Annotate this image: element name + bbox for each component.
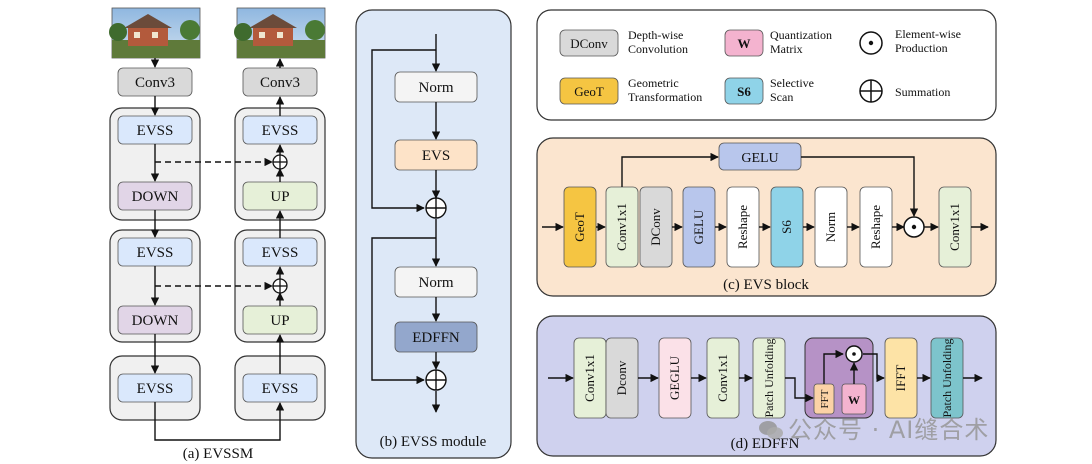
legend-w-swatch (724, 29, 764, 57)
evss-label-r2: EVSS (262, 245, 299, 261)
summation-icon (425, 197, 447, 219)
evss-module-arrows (371, 34, 441, 413)
evs-s6-label: S6 (779, 220, 794, 234)
conv3-label-right: Conv3 (260, 75, 300, 91)
edffn-ifft-label: IFFT (893, 365, 908, 392)
legend-geot-text1: Geometric (628, 76, 679, 90)
legend-ewp-text2: Production (895, 41, 948, 55)
legend-s6-swatch (724, 77, 764, 105)
element-wise-production-icon (903, 216, 925, 238)
evss-label-l1: EVSS (137, 123, 174, 139)
down-label-1: DOWN (132, 189, 179, 205)
evss-label-l2: EVSS (137, 245, 174, 261)
evs-block-arrows (542, 152, 989, 232)
element-wise-production-icon (859, 31, 883, 55)
wechat-icon (759, 421, 783, 439)
watermark: 公众号 · AI缝合术 (758, 410, 989, 445)
summation-icon (272, 278, 288, 294)
edffn-patch-unfolding-label-2: Patch Unfolding (940, 339, 954, 418)
edffn-patch-unfolding-label-1: Patch Unfolding (762, 339, 776, 418)
legend-s6-text2: Scan (770, 90, 793, 104)
up-label-1: UP (270, 189, 289, 205)
norm-label-2: Norm (419, 275, 454, 291)
evs-block-caption: (c) EVS block (723, 277, 809, 293)
edffn-conv1x1-label-2: Conv1x1 (715, 354, 730, 402)
evs-block-panel: GELU GeoT Conv1x1 DConv GELU Reshape S6 … (536, 137, 997, 297)
edffn-arrows (548, 349, 983, 403)
legend-w-text2: Matrix (770, 42, 803, 56)
edffn-dconv-label: Dconv (614, 360, 629, 395)
input-image (109, 7, 201, 59)
legend-ewp-text1: Element-wise (895, 27, 961, 41)
legend-sum-text1: Summation (895, 85, 950, 99)
edffn-label: EDFFN (412, 330, 460, 346)
evss-label-l3: EVSS (137, 381, 174, 397)
down-label-2: DOWN (132, 313, 179, 329)
norm-label-1: Norm (419, 80, 454, 96)
legend-dconv-swatch (559, 29, 619, 57)
evss-label-r3: EVSS (262, 381, 299, 397)
edffn-panel: Conv1x1 Dconv GEGLU Conv1x1 Patch Unfold… (536, 315, 997, 457)
evs-gelu-label: GELU (691, 209, 706, 244)
conv3-label-left: Conv3 (135, 75, 175, 91)
summation-icon (272, 154, 288, 170)
evs-geot-label: GeoT (572, 212, 587, 242)
legend-s6-text1: Selective (770, 76, 814, 90)
evs-reshape-label-1: Reshape (735, 205, 750, 249)
legend-geot-text2: Transformation (628, 90, 702, 104)
evs-label: EVS (422, 148, 450, 164)
element-wise-production-icon (845, 345, 863, 363)
output-image (234, 7, 326, 59)
watermark-text: 公众号 · AI缝合术 (788, 416, 990, 444)
legend-w-text1: Quantization (770, 28, 832, 42)
up-label-2: UP (270, 313, 289, 329)
evs-norm-label: Norm (823, 212, 838, 242)
legend-panel: DConv Depth-wise Convolution GeoT Geomet… (536, 9, 997, 121)
edffn-fft-label: FFT (819, 389, 831, 408)
evssm-flow-arrows (150, 58, 285, 441)
legend-geot-symbol: GeoT (574, 84, 604, 99)
edffn-caption: (d) EDFFN (731, 436, 800, 452)
legend-s6-symbol: S6 (737, 84, 751, 99)
legend-dconv-symbol: DConv (570, 36, 608, 51)
evssm-caption: (a) EVSSM (183, 446, 253, 462)
edffn-geglu-label: GEGLU (667, 355, 682, 400)
summation-icon (859, 79, 883, 103)
evs-reshape-label-2: Reshape (868, 205, 883, 249)
evs-conv1x1-label-1: Conv1x1 (614, 203, 629, 251)
evss-module-caption: (b) EVSS module (380, 434, 487, 450)
legend-dconv-text2: Convolution (628, 42, 688, 56)
evssm-panel: Conv3 Conv3 EVSS DOWN EVSS DOWN EVSS EVS… (109, 7, 326, 462)
evss-module-panel: Norm EVS Norm EDFFN (b) EVSS modu (355, 9, 512, 459)
legend-w-symbol: W (738, 36, 751, 51)
evs-conv1x1-label-2: Conv1x1 (947, 203, 962, 251)
evs-gelu-top-label: GELU (741, 151, 778, 166)
evs-dconv-label: DConv (648, 208, 663, 246)
legend-dconv-text1: Depth-wise (628, 28, 683, 42)
edffn-w-label: W (848, 393, 860, 407)
edffn-conv1x1-label-1: Conv1x1 (582, 354, 597, 402)
evss-label-r1: EVSS (262, 123, 299, 139)
summation-icon (425, 369, 447, 391)
legend-geot-swatch (559, 77, 619, 105)
